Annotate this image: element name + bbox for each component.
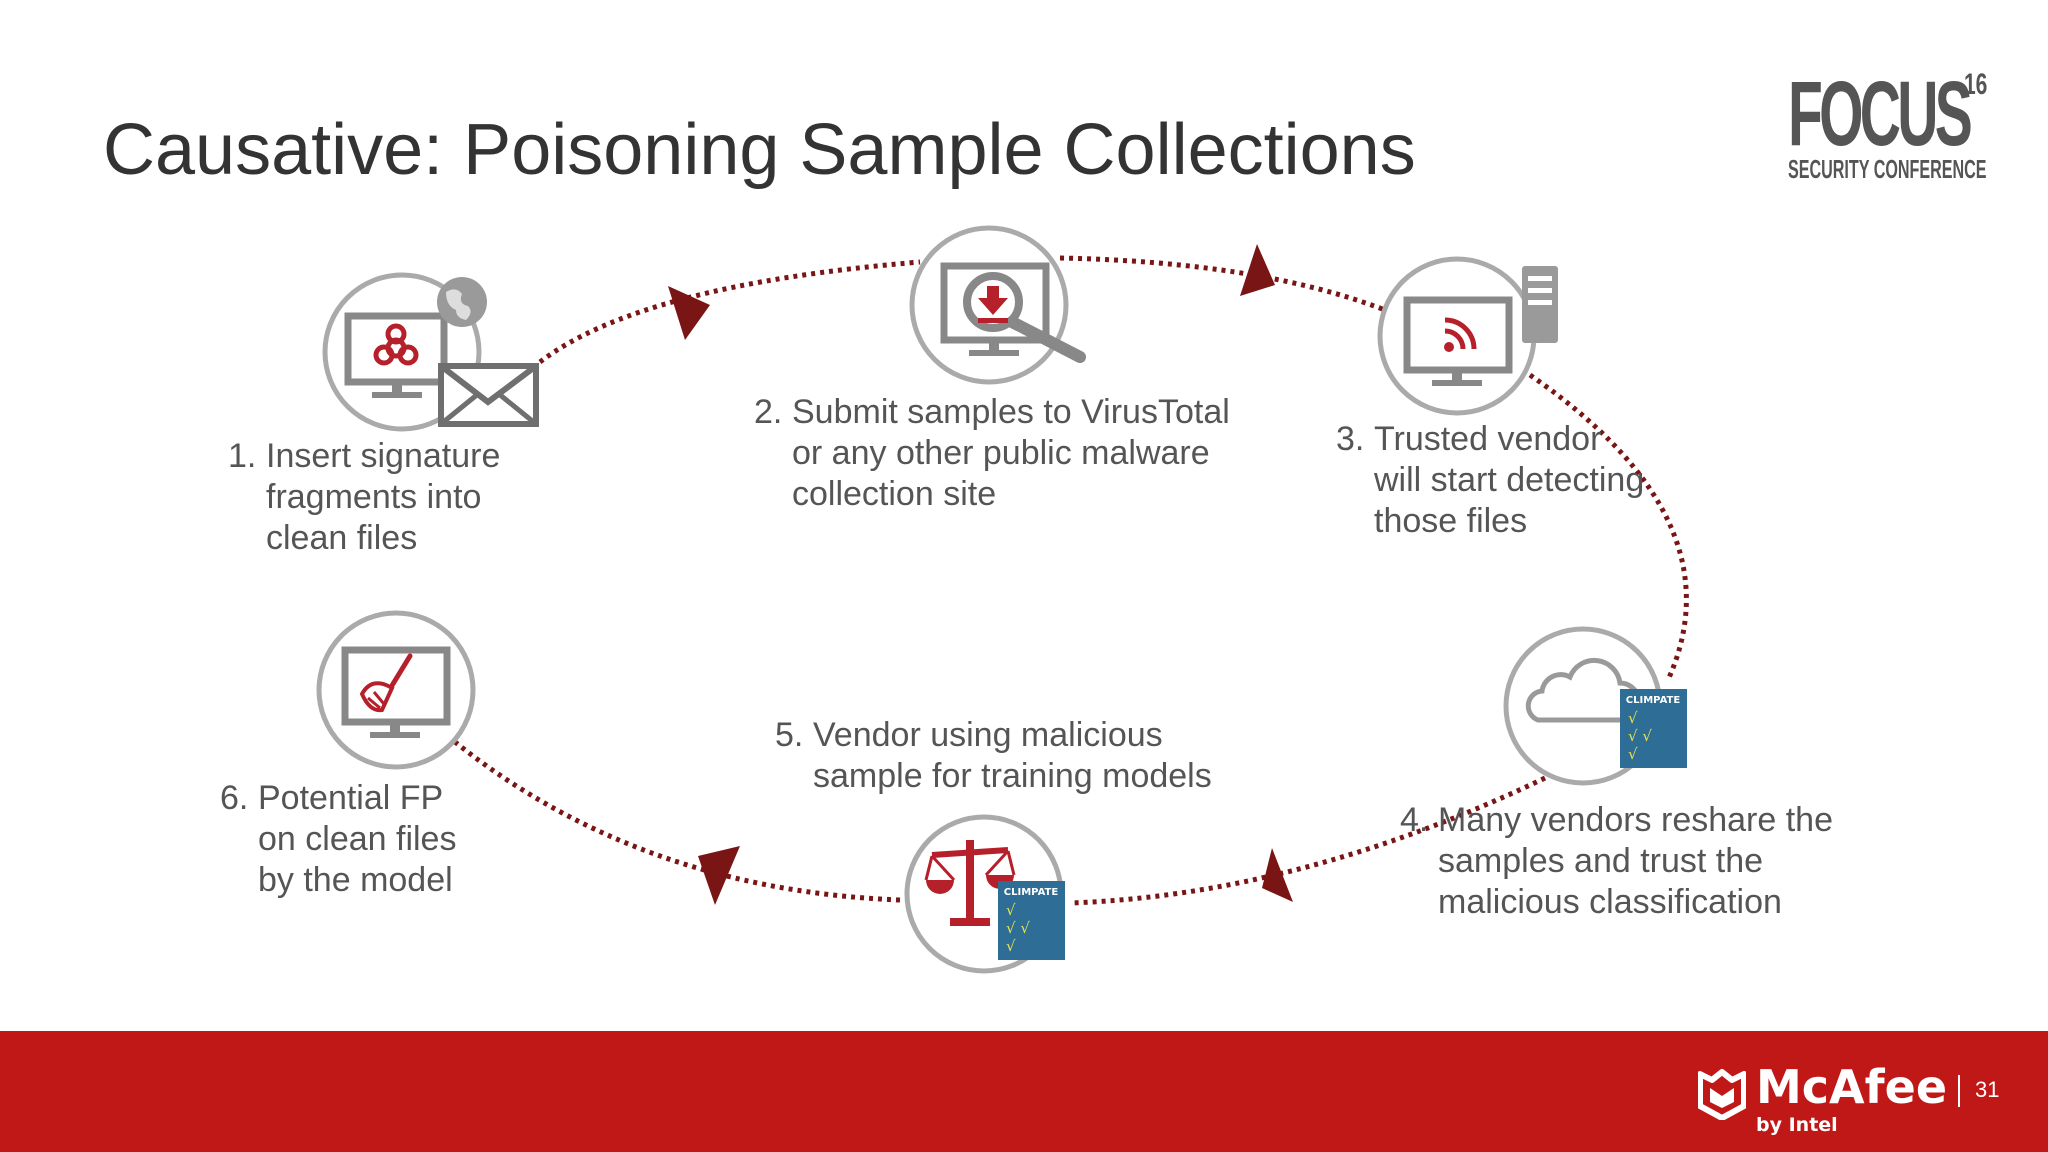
step-1-line-3: clean files xyxy=(266,519,418,557)
page-number: 31 xyxy=(1975,1077,2000,1102)
arrowhead-1 xyxy=(668,286,710,340)
monitor-biohazard-icon xyxy=(344,312,448,398)
step-2-number: 2. xyxy=(754,393,783,431)
envelope-icon xyxy=(438,363,539,427)
step-1-line-1: Insert signature xyxy=(266,437,501,475)
mcafee-brand: McAfee xyxy=(1756,1060,1948,1114)
step-2-line-3: collection site xyxy=(792,475,997,513)
monitor-rss-icon xyxy=(1403,296,1513,386)
svg-text:√: √ xyxy=(1006,937,1016,955)
svg-text:√: √ xyxy=(1628,709,1638,727)
connector-2-3 xyxy=(1059,255,1386,313)
focus-logo-year: 16 xyxy=(1964,68,1988,101)
book-icon: CLIMPATE √ √ √ √ xyxy=(1620,689,1687,768)
book-icon: CLIMPATE √ √ √ √ xyxy=(998,881,1065,960)
monitor-broom-icon xyxy=(341,646,451,738)
step-4-line-3: malicious classification xyxy=(1438,883,1782,921)
footer-separator xyxy=(1958,1075,1960,1107)
arrowhead-3 xyxy=(1262,848,1293,902)
connector-4-5 xyxy=(1069,775,1547,906)
svg-text:√ √: √ √ xyxy=(1006,919,1030,937)
svg-text:√: √ xyxy=(1628,745,1638,763)
step-6-line-1: Potential FP xyxy=(258,779,444,817)
node-5: CLIMPATE √ √ √ √ xyxy=(904,814,1065,974)
mcafee-tagline: by Intel xyxy=(1756,1114,1838,1136)
step-6-line-2: on clean files xyxy=(258,820,457,858)
focus-logo: FOCUS 16 SECURITY CONFERENCE xyxy=(1788,68,1998,186)
globe-icon xyxy=(437,277,487,327)
slide-title: Causative: Poisoning Sample Collections xyxy=(103,110,1416,190)
step-4-line-1: Many vendors reshare the xyxy=(1438,801,1833,839)
step-3-number: 3. xyxy=(1336,420,1365,458)
cycle-diagram: CLIMPATE √ √ √ √ CLIMPATE √ √ √ √ xyxy=(316,225,1689,974)
arrowhead-2 xyxy=(1240,244,1275,296)
step-5-line-1: Vendor using malicious xyxy=(813,716,1163,754)
node-1 xyxy=(322,272,539,432)
step-1-line-2: fragments into xyxy=(266,478,482,516)
scales-icon xyxy=(924,840,1016,926)
node-6 xyxy=(316,610,476,770)
node-4: CLIMPATE √ √ √ √ xyxy=(1503,626,1687,786)
step-6-number: 6. xyxy=(220,779,249,817)
focus-logo-subtitle: SECURITY CONFERENCE xyxy=(1788,154,1987,184)
arrowhead-4 xyxy=(698,846,740,905)
step-3-line-2: will start detecting xyxy=(1374,461,1645,499)
step-5-line-2: sample for training models xyxy=(813,757,1212,795)
step-5-number: 5. xyxy=(775,716,804,754)
server-icon xyxy=(1522,266,1558,343)
focus-logo-brand: FOCUS xyxy=(1788,63,1973,165)
connector-3-4 xyxy=(1528,372,1689,682)
step-2-line-1: Submit samples to VirusTotal xyxy=(792,393,1230,431)
step-4-number: 4. xyxy=(1400,801,1429,839)
svg-text:√ √: √ √ xyxy=(1628,727,1652,745)
connector-1-2 xyxy=(538,259,921,364)
book-label: CLIMPATE xyxy=(1626,695,1681,706)
connector-5-6 xyxy=(453,740,901,903)
book-label: CLIMPATE xyxy=(1004,887,1059,898)
monitor-magnifier-icon xyxy=(940,262,1086,363)
footer-bar xyxy=(0,1031,2048,1152)
step-4-line-2: samples and trust the xyxy=(1438,842,1764,880)
step-6-line-3: by the model xyxy=(258,861,453,899)
node-3 xyxy=(1377,256,1558,416)
step-1-number: 1. xyxy=(228,437,257,475)
mcafee-shield-icon xyxy=(1698,1069,1746,1120)
step-2-line-2: or any other public malware xyxy=(792,434,1210,472)
node-2 xyxy=(909,225,1086,385)
step-3-line-1: Trusted vendor xyxy=(1374,420,1602,458)
step-3-line-3: those files xyxy=(1374,502,1528,540)
svg-text:√: √ xyxy=(1006,901,1016,919)
